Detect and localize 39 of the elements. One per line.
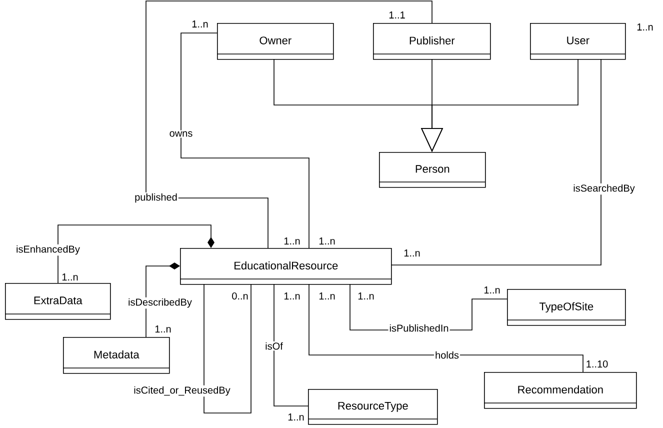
edge-label: isPublishedIn	[388, 323, 450, 333]
connector	[390, 58, 602, 266]
class-box: TypeOfSite	[506, 289, 626, 326]
multiplicity: 0..n	[232, 292, 248, 300]
class-box: ResourceType	[308, 389, 438, 425]
connector	[204, 284, 252, 414]
connector	[146, 262, 180, 338]
connector	[58, 224, 214, 284]
edge-label: isCited_or_ReusedBy	[132, 385, 232, 397]
class-box: User	[530, 23, 626, 60]
class-box: Person	[378, 152, 486, 188]
edge-label: owns	[168, 130, 194, 138]
connector	[308, 284, 584, 372]
edge-label: isSearchedBy	[572, 183, 636, 195]
connector	[146, 0, 432, 248]
connector	[274, 284, 308, 406]
class-box: Metadata	[62, 337, 170, 374]
class-box: Owner	[216, 23, 334, 60]
class-box: EducationalResource	[180, 248, 392, 285]
multiplicity: 1..n	[192, 20, 208, 28]
class-box: Recommendation	[484, 372, 637, 409]
edge-label: published	[134, 192, 178, 204]
multiplicity: 1..n	[288, 414, 304, 420]
multiplicity: 1..n	[358, 292, 374, 300]
multiplicity: 1..n	[404, 250, 420, 256]
multiplicity: 1..n	[62, 274, 78, 280]
class-box: ExtraData	[4, 283, 111, 320]
multiplicity: 1..n	[484, 286, 500, 294]
multiplicity: 1..10	[586, 360, 608, 368]
multiplicity: 1..n	[155, 326, 171, 332]
edge-label: isOf	[264, 341, 284, 351]
edge-label: isDescribedBy	[127, 297, 193, 309]
multiplicity: 1..n	[637, 24, 653, 30]
edge-label: isEnhancedBy	[15, 244, 81, 256]
multiplicity: 1..n	[284, 238, 300, 244]
multiplicity: 1..n	[284, 292, 300, 300]
class-box: Publisher	[372, 23, 491, 60]
edge-label: holds	[434, 350, 460, 360]
connector	[180, 32, 310, 248]
